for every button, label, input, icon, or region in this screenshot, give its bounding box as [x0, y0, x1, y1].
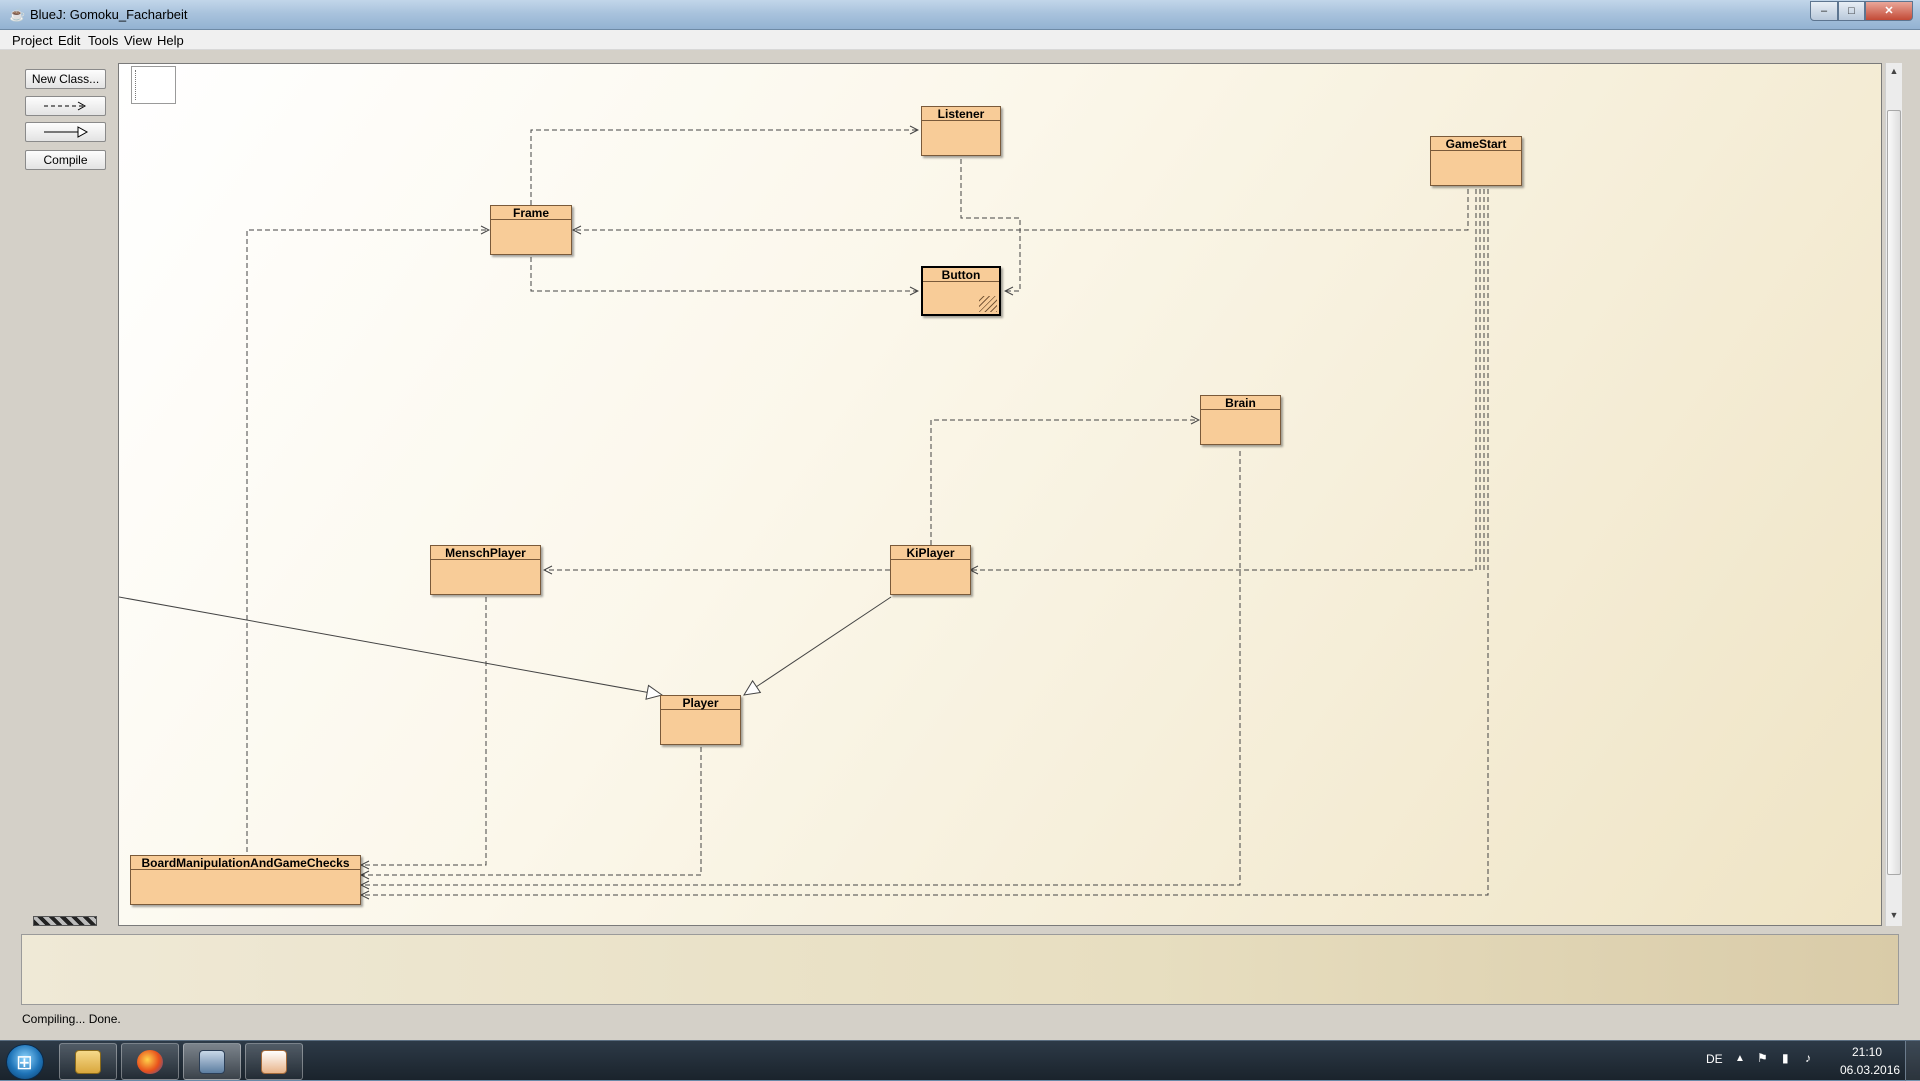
clock-date[interactable]: 06.03.2016: [1840, 1063, 1901, 1077]
dependency-arrow-icon: [43, 101, 86, 111]
dependency-edges: [119, 64, 1489, 926]
menu-tools[interactable]: Tools: [88, 33, 119, 48]
edge-kiplayer-brain: [930, 420, 1199, 545]
edge-player-board: [361, 747, 702, 875]
class-name: Brain: [1201, 396, 1280, 410]
java-icon: [261, 1050, 287, 1074]
minimize-button[interactable]: –: [1810, 1, 1838, 21]
title-bar[interactable]: ☕ BlueJ: Gomoku_Facharbeit – □ ✕: [0, 0, 1920, 30]
scrollbar-thumb[interactable]: [1887, 110, 1901, 875]
status-text: Compiling... Done.: [22, 1012, 121, 1026]
bluej-icon: ☕: [9, 7, 26, 22]
class-name: MenschPlayer: [431, 546, 540, 560]
edge-board-frame: [246, 230, 489, 852]
action-center-flag-icon[interactable]: ⚑: [1757, 1051, 1768, 1065]
class-kiplayer[interactable]: KiPlayer: [890, 545, 971, 595]
close-button[interactable]: ✕: [1865, 1, 1913, 21]
maximize-button[interactable]: □: [1838, 1, 1865, 21]
uncompiled-hatch-icon: [979, 296, 997, 312]
firefox-icon: [137, 1050, 163, 1074]
class-gamestart[interactable]: GameStart: [1430, 136, 1522, 186]
task-explorer[interactable]: [59, 1043, 117, 1080]
message-area: [21, 934, 1899, 1005]
explorer-icon: [75, 1050, 101, 1074]
machine-status-indicator: [33, 916, 97, 926]
inherits-arrow-button[interactable]: [25, 122, 106, 142]
readme-note-icon[interactable]: [131, 66, 176, 104]
menu-help[interactable]: Help: [157, 33, 184, 48]
edge-menschplayer-player: [119, 596, 664, 700]
edge-menschplayer-board: [361, 597, 487, 865]
menu-bar: Project Edit Tools View Help: [0, 30, 1920, 50]
menu-project[interactable]: Project: [12, 33, 53, 48]
class-name: GameStart: [1431, 137, 1521, 151]
task-firefox[interactable]: [121, 1043, 179, 1080]
class-frame[interactable]: Frame: [490, 205, 572, 255]
edge-gamestart-board: [361, 189, 1489, 895]
menu-edit[interactable]: Edit: [58, 33, 81, 48]
class-name: Button: [923, 268, 999, 282]
edge-kiplayer-player: [743, 596, 892, 696]
class-player[interactable]: Player: [660, 695, 741, 745]
class-button[interactable]: Button: [921, 266, 1001, 316]
network-icon[interactable]: ▮: [1782, 1051, 1789, 1065]
edge-gamestart-kiplayer: [970, 189, 1477, 570]
taskbar: DE ▲ ⚑ ▮ ♪ 21:10 06.03.2016: [0, 1040, 1920, 1081]
inheritance-arrow-icon: [43, 126, 88, 138]
class-diagram-canvas[interactable]: Listener GameStart Frame Button Brain Me…: [118, 63, 1882, 926]
task-java[interactable]: [245, 1043, 303, 1080]
edge-listener-button: [960, 159, 1021, 291]
class-name: Player: [661, 696, 740, 710]
menu-view[interactable]: View: [124, 33, 152, 48]
class-name: BoardManipulationAndGameChecks: [131, 856, 360, 870]
scroll-down-icon[interactable]: ▼: [1889, 910, 1899, 920]
class-brain[interactable]: Brain: [1200, 395, 1281, 445]
bluej-window: ☕ BlueJ: Gomoku_Facharbeit – □ ✕ Project…: [0, 0, 1920, 1040]
language-indicator[interactable]: DE: [1706, 1052, 1723, 1066]
edge-brain-board: [361, 451, 1241, 885]
edge-frame-listener: [530, 130, 918, 205]
edge-gamestart-frame: [573, 189, 1469, 230]
volume-icon[interactable]: ♪: [1805, 1051, 1811, 1065]
scroll-up-icon[interactable]: ▲: [1889, 66, 1899, 76]
class-name: Listener: [922, 107, 1000, 121]
class-menschplayer[interactable]: MenschPlayer: [430, 545, 541, 595]
clock-time[interactable]: 21:10: [1852, 1045, 1883, 1059]
class-boardmanipulationandgamechecks[interactable]: BoardManipulationAndGameChecks: [130, 855, 361, 905]
bluej-icon: [199, 1050, 225, 1074]
window-title: BlueJ: Gomoku_Facharbeit: [30, 7, 188, 22]
show-desktop-button[interactable]: [1905, 1041, 1920, 1081]
compile-button[interactable]: Compile: [25, 150, 106, 170]
task-bluej[interactable]: [183, 1043, 241, 1080]
edge-frame-button: [530, 257, 918, 291]
show-hidden-icons-icon[interactable]: ▲: [1735, 1053, 1745, 1064]
uses-arrow-button[interactable]: [25, 96, 106, 116]
start-button[interactable]: [6, 1044, 44, 1080]
class-name: Frame: [491, 206, 571, 220]
new-class-button[interactable]: New Class...: [25, 69, 106, 89]
class-listener[interactable]: Listener: [921, 106, 1001, 156]
class-name: KiPlayer: [891, 546, 970, 560]
